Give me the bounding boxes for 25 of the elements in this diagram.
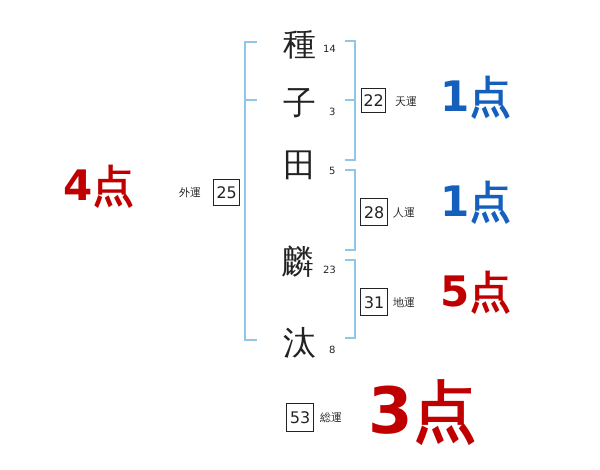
fortune-rating: 1点 — [440, 76, 512, 118]
fortune-rating: 4点 — [63, 165, 134, 207]
total-box: 31 — [360, 288, 388, 316]
name-character: 田 — [283, 148, 316, 181]
stroke-count: 23 — [323, 266, 336, 276]
fortune-label: 総運 — [320, 412, 342, 423]
fortune-label: 天運 — [395, 96, 417, 107]
stroke-count: 3 — [329, 108, 336, 118]
stroke-count: 5 — [329, 167, 336, 177]
total-box: 28 — [360, 198, 388, 226]
fortune-rating: 1点 — [440, 181, 512, 223]
total-box: 22 — [361, 88, 386, 113]
name-character: 汰 — [283, 326, 316, 359]
fortune-rating: 5点 — [440, 271, 512, 313]
fortune-label: 外運 — [179, 187, 201, 198]
stroke-count: 8 — [329, 346, 336, 356]
name-character: 子 — [283, 86, 316, 119]
fortune-rating: 3点 — [368, 380, 477, 444]
name-character: 種 — [283, 27, 316, 60]
total-box: 53 — [286, 403, 314, 432]
name-character: 麟 — [281, 245, 314, 278]
fortune-label: 人運 — [393, 207, 415, 218]
fortune-label: 地運 — [393, 297, 415, 308]
total-box: 25 — [213, 179, 240, 206]
stroke-count: 14 — [323, 45, 336, 55]
